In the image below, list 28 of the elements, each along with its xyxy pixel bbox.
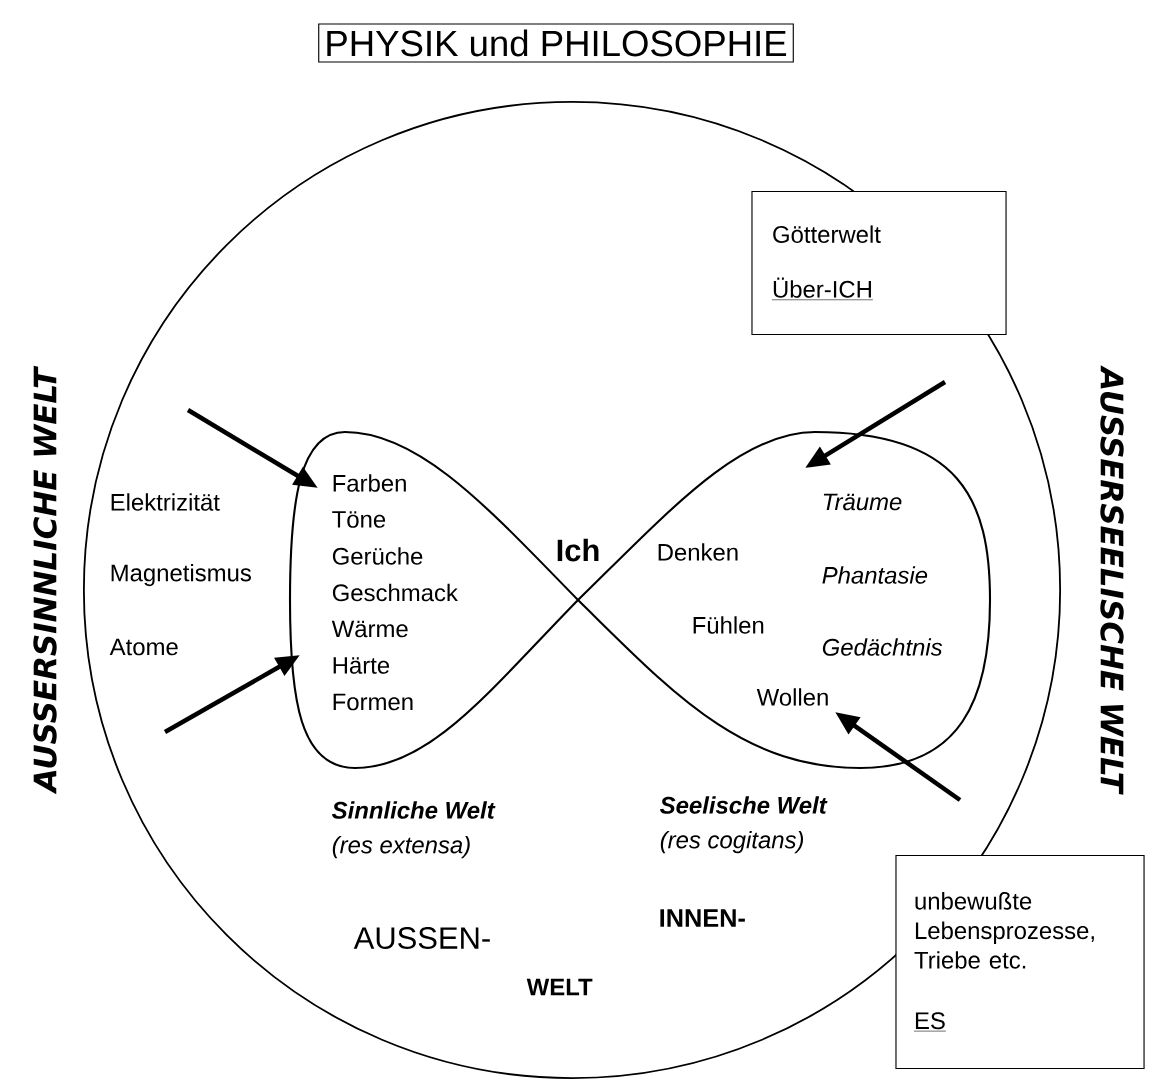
world-label: INNEN-: [660, 909, 745, 927]
term-label: Träume: [823, 493, 902, 511]
term-label: Töne: [332, 511, 386, 528]
world-heading: Seelische Welt: [660, 796, 828, 814]
term-label: Wärme: [331, 620, 408, 638]
center-label: Ich: [557, 538, 599, 562]
term-label: Magnetismus: [111, 563, 251, 587]
world-label: AUSSEN-: [353, 927, 490, 949]
term-label: Gerüche: [332, 547, 423, 565]
text-box: unbewußte Lebensprozesse, Triebe etc. ES: [895, 854, 1145, 1070]
term-label: Elektrizität: [111, 493, 220, 511]
world-label: WELT: [526, 978, 593, 996]
term-label: Fühlen: [693, 616, 764, 634]
term-label: Phantasie: [822, 566, 928, 584]
term-label: Geschmack: [332, 583, 458, 602]
term-label: Wollen: [756, 688, 828, 706]
term-label: Denken: [658, 543, 738, 561]
term-label: Gedächtnis: [822, 638, 943, 656]
term-label: Härte: [333, 657, 390, 674]
side-heading: AUSSERSEELISCHE WELT: [1100, 365, 1124, 795]
world-heading: Sinnliche Welt: [332, 801, 496, 819]
world-label: (res extensa): [332, 835, 470, 859]
title-box: PHYSIK und PHILOSOPHIE: [318, 23, 794, 63]
term-label: Farben: [333, 474, 406, 492]
term-label: Atome: [109, 638, 178, 656]
side-heading: AUSSERSINNLICHE WELT: [33, 365, 57, 795]
term-label: Formen: [333, 693, 413, 711]
world-label: (res cogitans): [660, 830, 804, 854]
